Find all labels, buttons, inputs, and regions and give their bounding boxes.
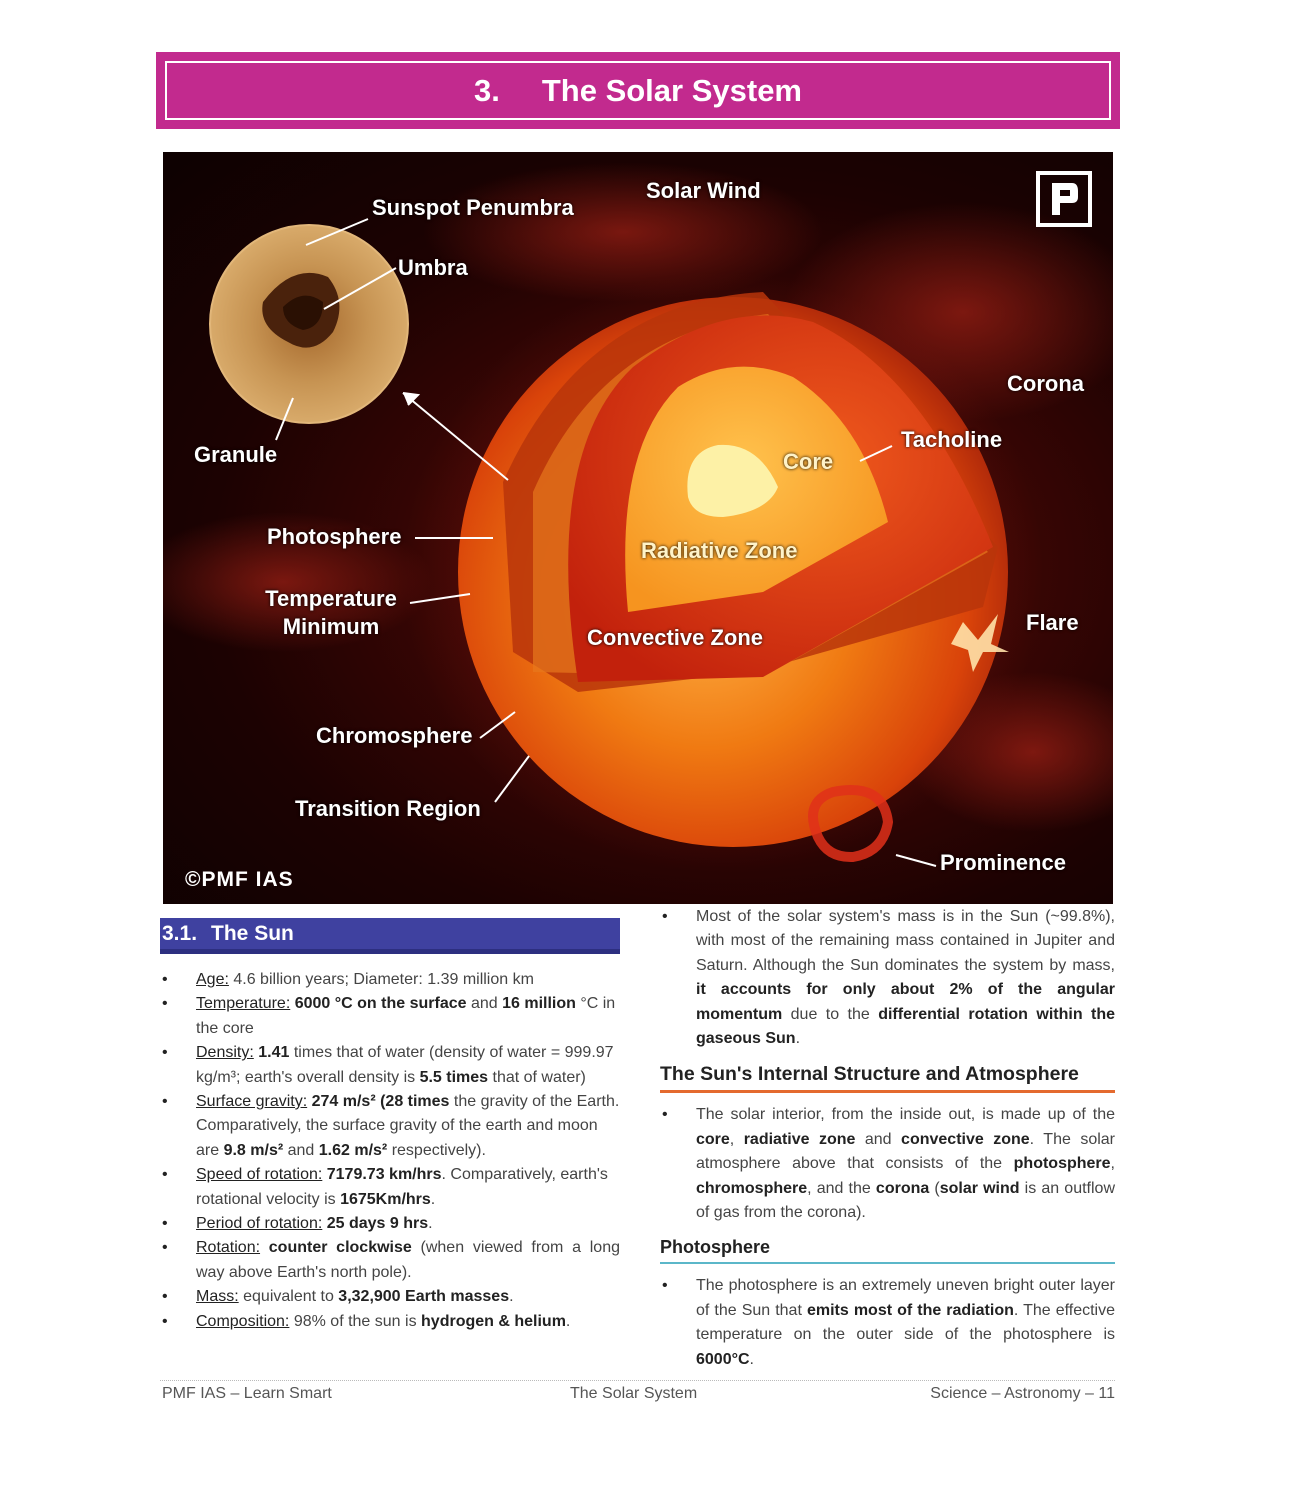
- pmf-logo-icon: [1036, 171, 1092, 227]
- label-chromosphere: Chromosphere: [316, 723, 473, 748]
- banner-inner-border: [165, 61, 1111, 120]
- prominence-shape: [808, 785, 894, 863]
- heading-photosphere: Photosphere: [660, 1237, 1115, 1265]
- copyright-label: ©PMF IAS: [185, 868, 294, 891]
- heading-internal-structure: The Sun's Internal Structure and Atmosph…: [660, 1063, 1115, 1094]
- chapter-title: 3. The Solar System: [159, 55, 1117, 126]
- list-item-mass: Mass: equivalent to 3,32,900 Earth masse…: [160, 1285, 620, 1310]
- core-blob: [687, 444, 778, 517]
- section-title: The Sun: [211, 921, 294, 945]
- list-item-temperature: Temperature: 6000 °C on the surface and …: [160, 992, 620, 1041]
- list-item-surface-gravity: Surface gravity: 274 m/s² (28 times the …: [160, 1090, 620, 1163]
- label-temperature-minimum: Temperature Minimum: [261, 585, 401, 641]
- photosphere-list: The photosphere is an extremely uneven b…: [660, 1274, 1115, 1372]
- label-convective-zone: Convective Zone: [587, 625, 764, 650]
- label-umbra: Umbra: [398, 255, 468, 280]
- chapter-title-banner: 3. The Solar System: [156, 52, 1120, 129]
- list-item-rotation: Rotation: counter clockwise (when viewed…: [160, 1236, 620, 1285]
- footer-right: Science – Astronomy – 11: [930, 1385, 1115, 1402]
- label-solar-wind: Solar Wind: [646, 178, 761, 203]
- sun-structure-illustration: [163, 162, 1113, 872]
- sun-structure-figure: Sunspot Penumbra Umbra Solar Wind Corona…: [163, 152, 1113, 904]
- footer-left: PMF IAS – Learn Smart: [162, 1385, 332, 1402]
- label-photosphere: Photosphere: [267, 524, 402, 549]
- chapter-title-text: The Solar System: [541, 72, 802, 108]
- list-item-period-of-rotation: Period of rotation: 25 days 9 hrs.: [160, 1212, 620, 1237]
- label-transition-region: Transition Region: [295, 796, 481, 821]
- label-temperature-minimum-line2: Minimum: [282, 614, 380, 639]
- list-item-photosphere: The photosphere is an extremely uneven b…: [660, 1274, 1115, 1372]
- sun-facts-list: Age: 4.6 billion years; Diameter: 1.39 m…: [160, 968, 620, 1335]
- label-tacholine: Tacholine: [901, 427, 1003, 452]
- list-item-composition: Composition: 98% of the sun is hydrogen …: [160, 1310, 620, 1335]
- left-column: 3.1. The Sun Age: 4.6 billion years; Dia…: [160, 918, 620, 1335]
- section-number: 3.1.: [162, 921, 198, 945]
- p-logo-glyph: [1052, 183, 1078, 215]
- label-sunspot-penumbra: Sunspot Penumbra: [372, 195, 574, 220]
- footer-center: The Solar System: [570, 1385, 698, 1402]
- label-radiative-zone: Radiative Zone: [641, 538, 798, 563]
- list-item-speed-of-rotation: Speed of rotation: 7179.73 km/hrs. Compa…: [160, 1163, 620, 1212]
- label-corona: Corona: [1007, 371, 1084, 396]
- label-granule: Granule: [194, 442, 278, 467]
- label-temperature-minimum-line1: Temperature: [265, 586, 397, 611]
- section-heading-the-sun: 3.1. The Sun: [160, 918, 620, 954]
- page-footer: PMF IAS – Learn Smart The Solar System S…: [160, 1380, 1115, 1402]
- label-core: Core: [783, 449, 834, 474]
- structure-list: The solar interior, from the inside out,…: [660, 1103, 1115, 1225]
- label-prominence: Prominence: [940, 850, 1066, 875]
- label-flare: Flare: [1026, 610, 1079, 635]
- list-item-density: Density: 1.41 times that of water (densi…: [160, 1041, 620, 1090]
- flare-shape: [951, 614, 1009, 672]
- right-column: Most of the solar system's mass is in th…: [660, 905, 1115, 1372]
- list-item-age: Age: 4.6 billion years; Diameter: 1.39 m…: [160, 968, 620, 993]
- chapter-number: 3.: [473, 72, 500, 108]
- list-item-mass-distribution: Most of the solar system's mass is in th…: [660, 905, 1115, 1051]
- mass-list: Most of the solar system's mass is in th…: [660, 905, 1115, 1051]
- list-item-solar-interior: The solar interior, from the inside out,…: [660, 1103, 1115, 1225]
